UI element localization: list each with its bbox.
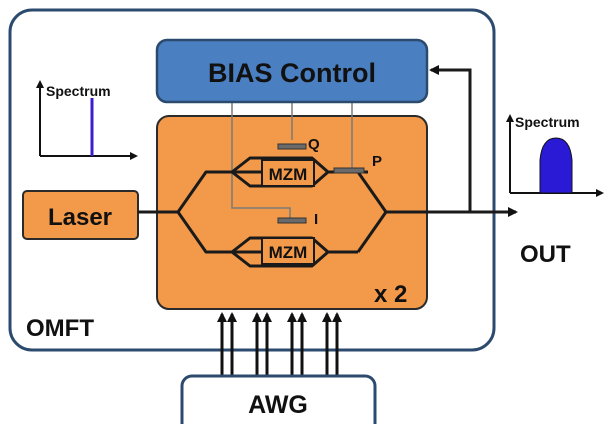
bias-control-box	[155, 38, 429, 104]
multiplier-label: x 2	[374, 281, 407, 308]
mzm-top-label: MZM	[269, 165, 308, 184]
mzm-bottom-box	[261, 237, 315, 265]
phase-q-label: Q	[308, 136, 320, 153]
mzm-bottom-label: MZM	[269, 243, 308, 262]
electrodes	[277, 143, 365, 224]
mzm-top-box	[261, 159, 315, 187]
out-label: OUT	[520, 241, 571, 268]
bias-control-label: BIAS Control	[208, 58, 376, 88]
feedback-arrow-icon	[429, 65, 472, 212]
bias-wires	[231, 101, 353, 218]
awg-input-arrows	[217, 312, 342, 378]
laser-label: Laser	[48, 204, 112, 231]
phase-i-label: I	[314, 211, 318, 228]
awg-label: AWG	[248, 391, 308, 419]
spectrum-input-label: Spectrum	[46, 83, 111, 99]
laser-box	[22, 190, 139, 240]
spectrum-input-plot: Spectrum	[36, 80, 138, 160]
phase-p-label: P	[372, 153, 382, 170]
awg-box	[180, 374, 377, 424]
spectrum-output-band	[539, 137, 573, 194]
omft-label: OMFT	[26, 315, 94, 342]
spectrum-output-label: Spectrum	[515, 114, 580, 130]
spectrum-output-plot: Spectrum	[506, 114, 604, 197]
